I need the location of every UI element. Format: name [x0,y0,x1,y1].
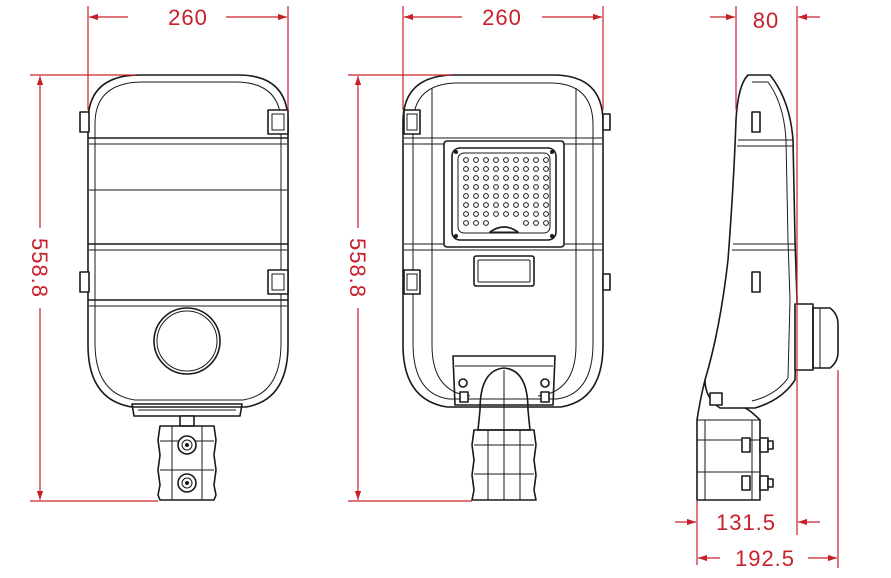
side-depth-label: 80 [753,8,779,33]
back-width-label: 260 [482,5,522,30]
front-height-dimension: 558.8 [27,74,158,502]
side-view [696,74,839,501]
side-mount-depth-dimension: 131.5 [675,300,820,565]
back-height-label: 558.8 [345,238,370,298]
side-depth-dimension: 80 [710,6,820,300]
side-mount-depth-label: 131.5 [716,510,776,535]
led-array [454,150,554,238]
side-total-depth-dimension: 192.5 [698,370,839,571]
side-total-depth-label: 192.5 [735,546,795,571]
back-width-dimension: 260 [402,5,604,110]
front-width-label: 260 [168,5,208,30]
front-width-dimension: 260 [87,5,289,110]
front-view [79,74,289,501]
front-height-label: 558.8 [27,238,52,298]
back-view [402,74,611,501]
back-height-dimension: 558.8 [345,74,472,502]
